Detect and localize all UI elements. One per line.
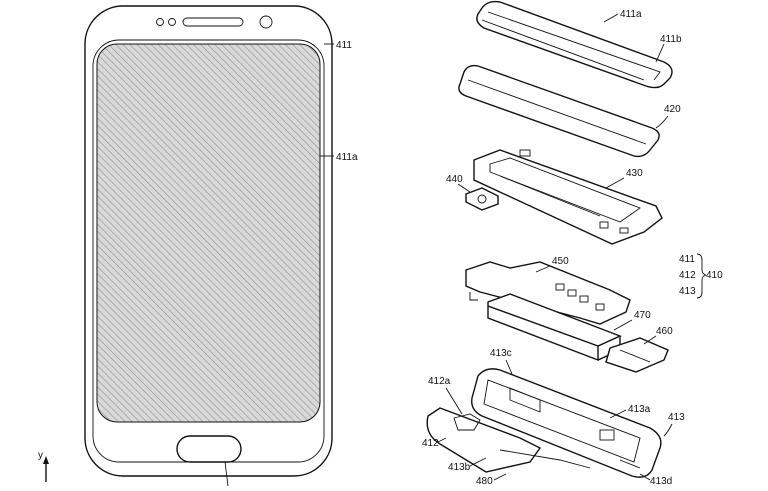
earpiece-speaker <box>182 17 244 27</box>
front-camera <box>259 15 273 29</box>
phone-front-view <box>84 5 333 487</box>
label-411a-front: 411a <box>336 152 358 163</box>
bracket-label-413: 413 <box>679 286 696 297</box>
group-brace <box>696 253 707 299</box>
display-panel-420 <box>458 64 660 158</box>
lead-440 <box>457 183 471 193</box>
label-413d: 413d <box>650 476 672 486</box>
label-430: 430 <box>626 168 643 179</box>
display-area <box>96 43 321 423</box>
label-440: 440 <box>446 174 463 185</box>
home-button-lead <box>224 461 229 487</box>
label-413a: 413a <box>628 404 651 415</box>
y-axis-label: y <box>38 450 43 461</box>
lead-411a-top <box>603 13 619 23</box>
label-413b: 413b <box>448 462 471 473</box>
lead-430 <box>605 177 625 189</box>
cover-glass-411a <box>476 0 673 89</box>
label-411b: 411b <box>660 34 682 45</box>
lead-480 <box>493 473 507 481</box>
module-440 <box>465 187 499 211</box>
label-412: 412 <box>422 438 439 449</box>
lead-413b <box>469 457 487 467</box>
home-button <box>176 435 242 463</box>
label-411a-top: 411a <box>620 9 642 20</box>
lead-450 <box>535 265 551 273</box>
sensor-dot-2 <box>168 18 176 26</box>
lead-470 <box>613 319 633 331</box>
label-460: 460 <box>656 326 673 337</box>
label-411: 411 <box>336 40 352 51</box>
bracket-label-410: 410 <box>706 270 723 281</box>
lead-413c <box>505 359 513 375</box>
lead-420 <box>655 115 669 129</box>
lead-413 <box>663 423 673 437</box>
lead-412a <box>445 387 463 415</box>
bracket-label-411: 411 <box>679 254 695 265</box>
label-480: 480 <box>476 476 493 486</box>
y-axis-arrow <box>43 456 49 464</box>
rear-cover-412 <box>426 407 591 473</box>
bracket-430 <box>473 149 663 245</box>
label-413c: 413c <box>490 348 512 359</box>
rear-housing-413 <box>471 368 662 478</box>
label-450: 450 <box>552 256 569 267</box>
flex-460 <box>605 337 669 373</box>
circuit-board-450 <box>465 261 631 325</box>
lead-413a <box>609 409 627 419</box>
bracket-label-412: 412 <box>679 270 696 281</box>
label-412a: 412a <box>428 376 451 387</box>
lead-460 <box>643 335 657 345</box>
lead-411b <box>655 43 665 63</box>
label-420: 420 <box>664 104 681 115</box>
label-470: 470 <box>634 310 651 321</box>
sensor-dot-1 <box>156 18 164 26</box>
lead-413d <box>639 473 651 481</box>
lead-412 <box>437 437 447 443</box>
label-413: 413 <box>668 412 685 423</box>
